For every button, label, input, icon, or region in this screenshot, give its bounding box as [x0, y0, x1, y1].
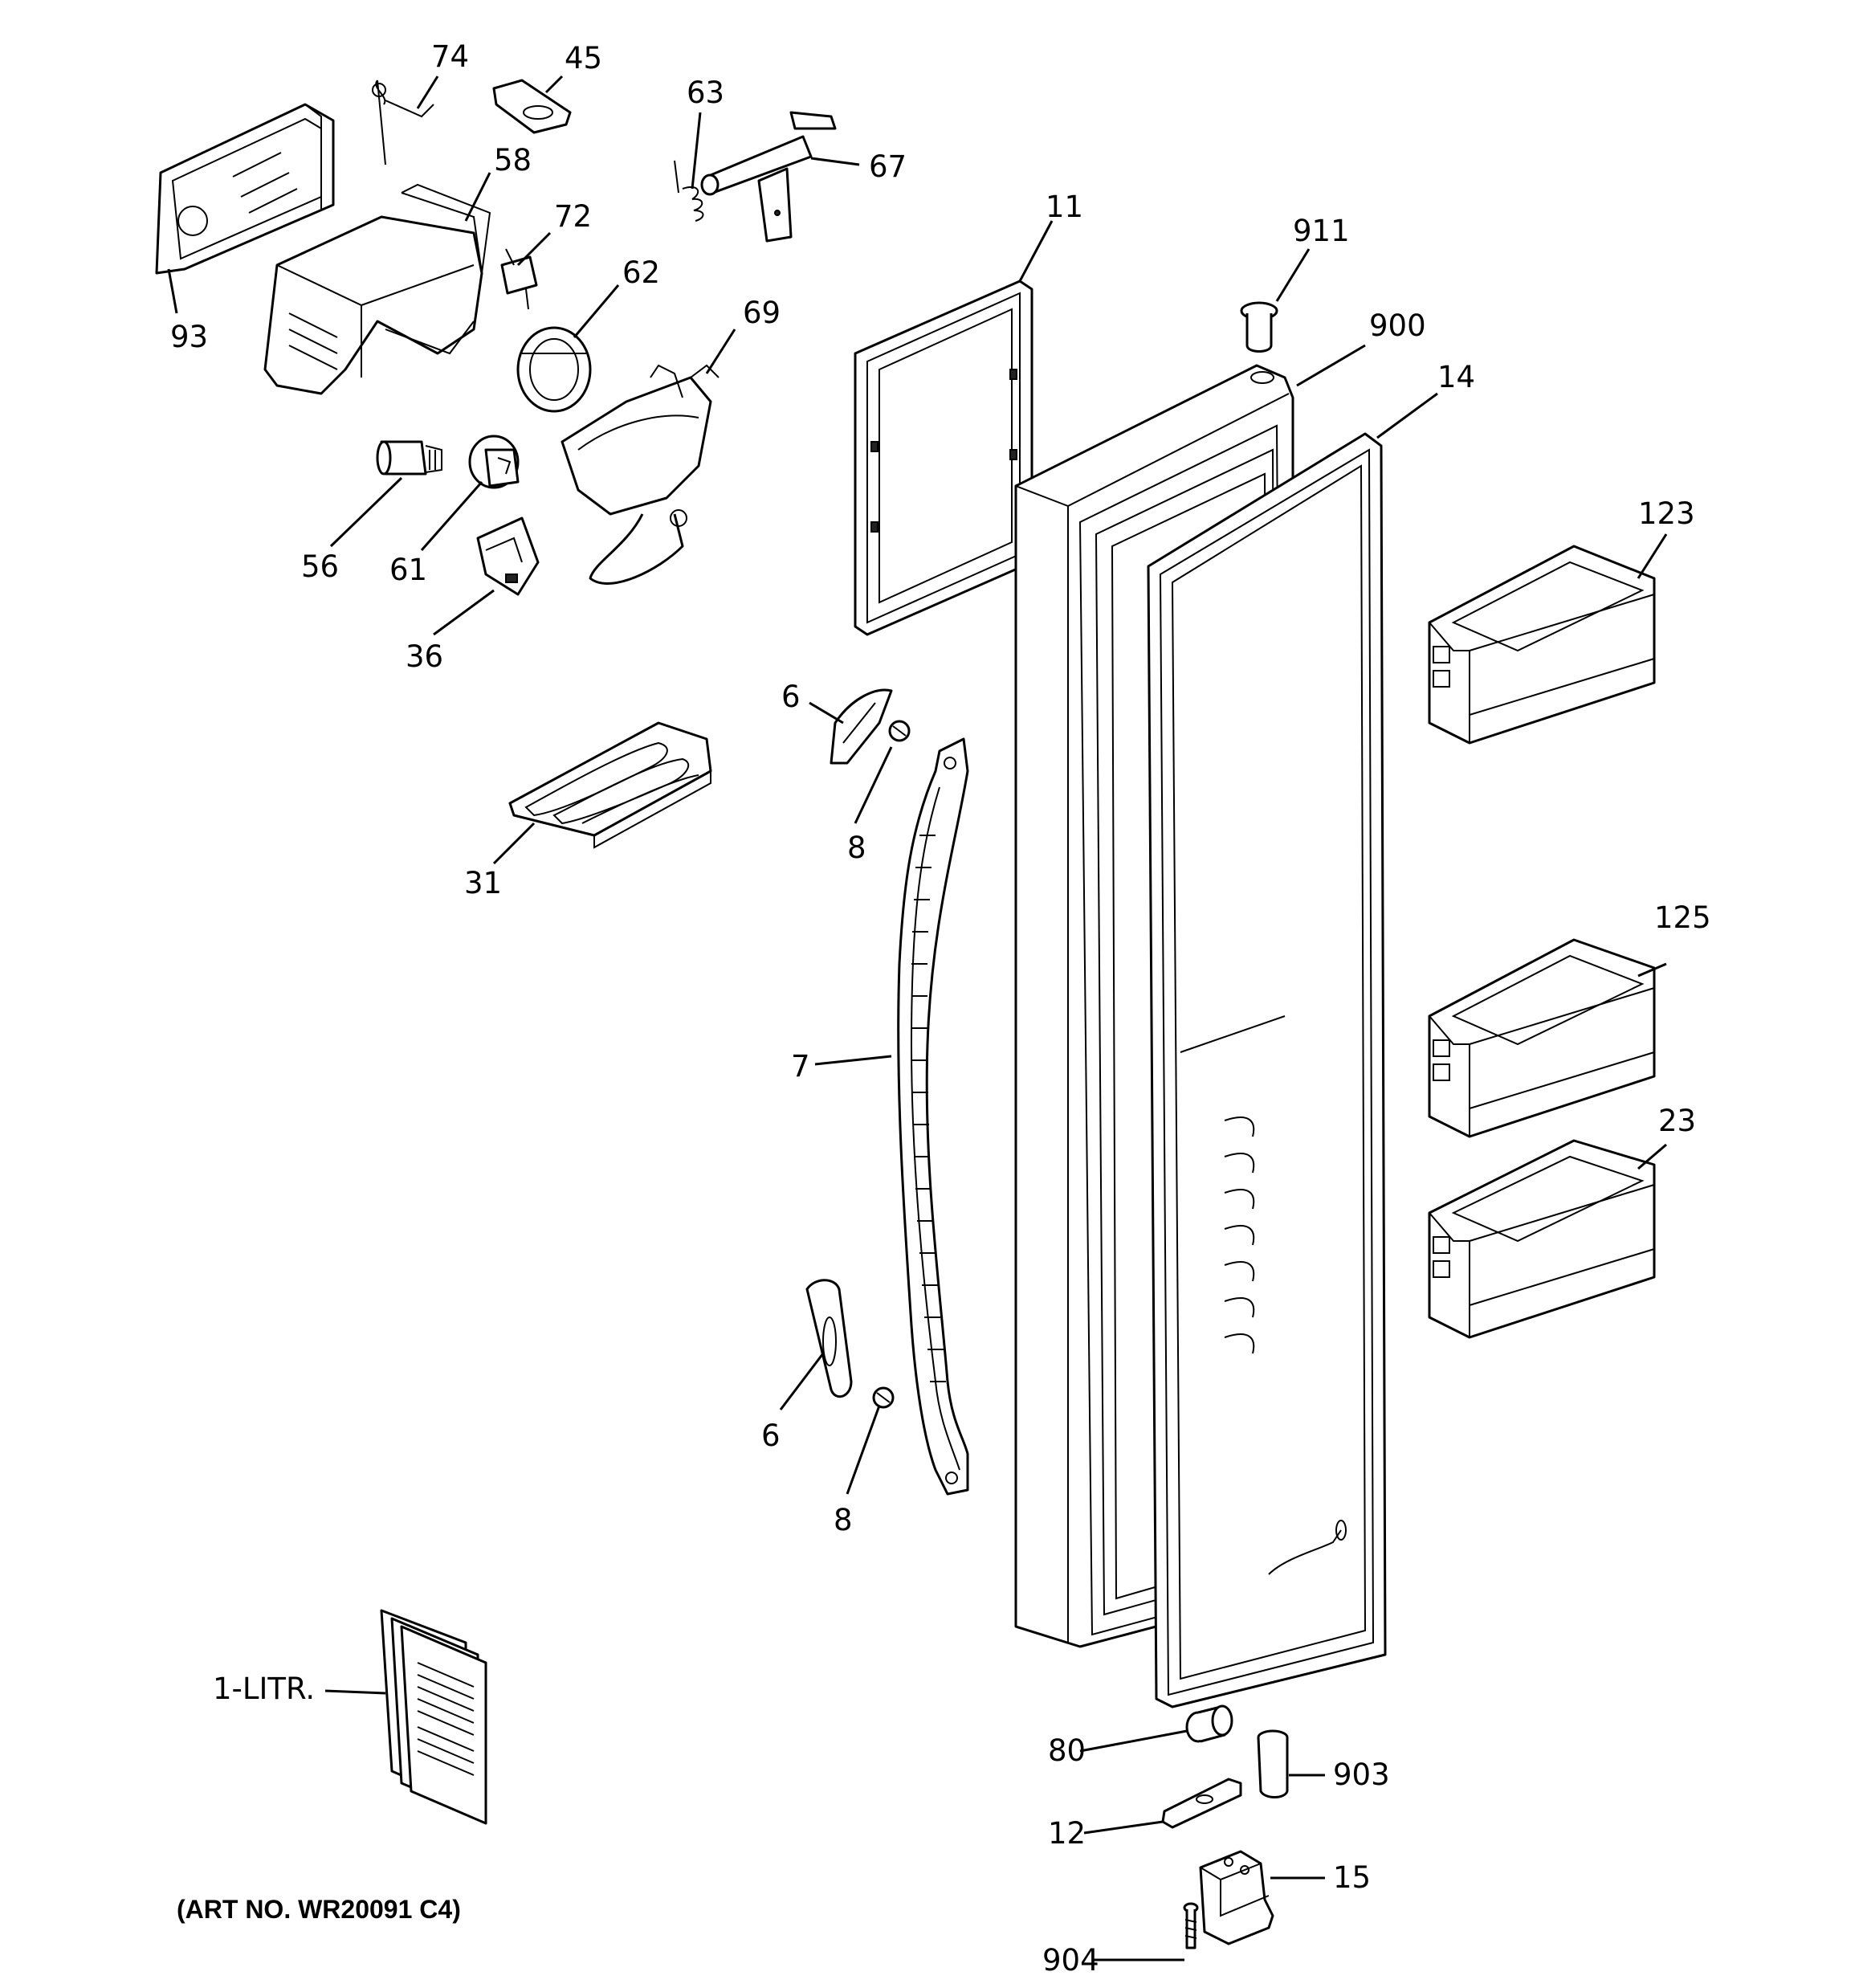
part-69-chute: [561, 364, 720, 585]
callout-8-top: 8: [847, 831, 866, 865]
part-125-bin: [1428, 938, 1656, 1138]
callout-904: 904: [1042, 1943, 1099, 1978]
callout-23: 23: [1658, 1104, 1696, 1138]
part-123-bin: [1428, 545, 1656, 745]
part-911-bushing: [1240, 301, 1278, 353]
part-12-bracket: [1161, 1778, 1242, 1829]
part-6-handle-cap-top: [830, 688, 893, 765]
part-61-motor: [468, 435, 520, 489]
callout-80: 80: [1048, 1733, 1086, 1768]
callout-labels: 74 45 63 67 58 72 93 62 69 11 911 900 14…: [170, 39, 1711, 1978]
callout-15: 15: [1333, 1860, 1371, 1895]
part-6-handle-cap-bottom: [805, 1279, 853, 1398]
callout-14: 14: [1437, 360, 1475, 394]
callout-61: 61: [389, 553, 427, 587]
part-56-socket: [376, 440, 442, 476]
part-literature: [380, 1609, 487, 1825]
part-45-bracket: [492, 79, 572, 134]
callout-67: 67: [869, 149, 907, 184]
part-36-bracket: [476, 516, 540, 596]
part-23-bin: [1428, 1139, 1656, 1339]
callout-6-bottom: 6: [761, 1419, 781, 1453]
part-904-screw: [1183, 1902, 1199, 1949]
callout-125: 125: [1654, 900, 1711, 935]
part-93-control-panel: [155, 103, 335, 275]
callout-56: 56: [301, 549, 339, 584]
art-number: (ART NO. WR20091 C4): [177, 1895, 461, 1924]
part-74-spring: [372, 80, 434, 165]
callout-911: 911: [1293, 214, 1350, 248]
part-31-drip-tray: [508, 721, 712, 849]
callout-6-top: 6: [781, 680, 801, 714]
part-80-bushing: [1185, 1704, 1233, 1743]
part-58-housing: [263, 183, 491, 395]
part-903-pin: [1257, 1729, 1289, 1798]
callout-11: 11: [1046, 190, 1083, 224]
part-67-lever: [700, 111, 837, 243]
part-72-switch: [500, 248, 538, 310]
leader-lines: [167, 75, 1668, 1961]
callout-12: 12: [1048, 1816, 1086, 1851]
part-62-ring: [516, 326, 592, 413]
callout-123: 123: [1638, 496, 1695, 531]
callout-63: 63: [687, 76, 724, 110]
callout-31: 31: [464, 866, 502, 900]
callout-900: 900: [1369, 308, 1426, 343]
callout-62: 62: [622, 255, 660, 290]
callout-74: 74: [431, 39, 469, 74]
part-11-dispenser-frame: [854, 280, 1033, 636]
part-63-spring: [674, 160, 704, 222]
callout-93: 93: [170, 320, 208, 354]
part-14-gasket: [1147, 432, 1387, 1708]
part-8-screw-top: [888, 720, 911, 742]
part-15-hinge: [1199, 1850, 1274, 1945]
callout-903: 903: [1333, 1757, 1390, 1792]
callout-36: 36: [406, 639, 443, 674]
callout-1-litr: 1-LITR.: [213, 1672, 315, 1706]
callout-8-bottom: 8: [834, 1503, 853, 1537]
callout-58: 58: [494, 143, 532, 178]
callout-69: 69: [743, 296, 781, 330]
callout-72: 72: [554, 199, 592, 234]
part-8-screw-bottom: [872, 1386, 895, 1409]
callout-7: 7: [791, 1049, 810, 1084]
callout-45: 45: [565, 41, 602, 76]
part-7-handle: [897, 737, 969, 1496]
